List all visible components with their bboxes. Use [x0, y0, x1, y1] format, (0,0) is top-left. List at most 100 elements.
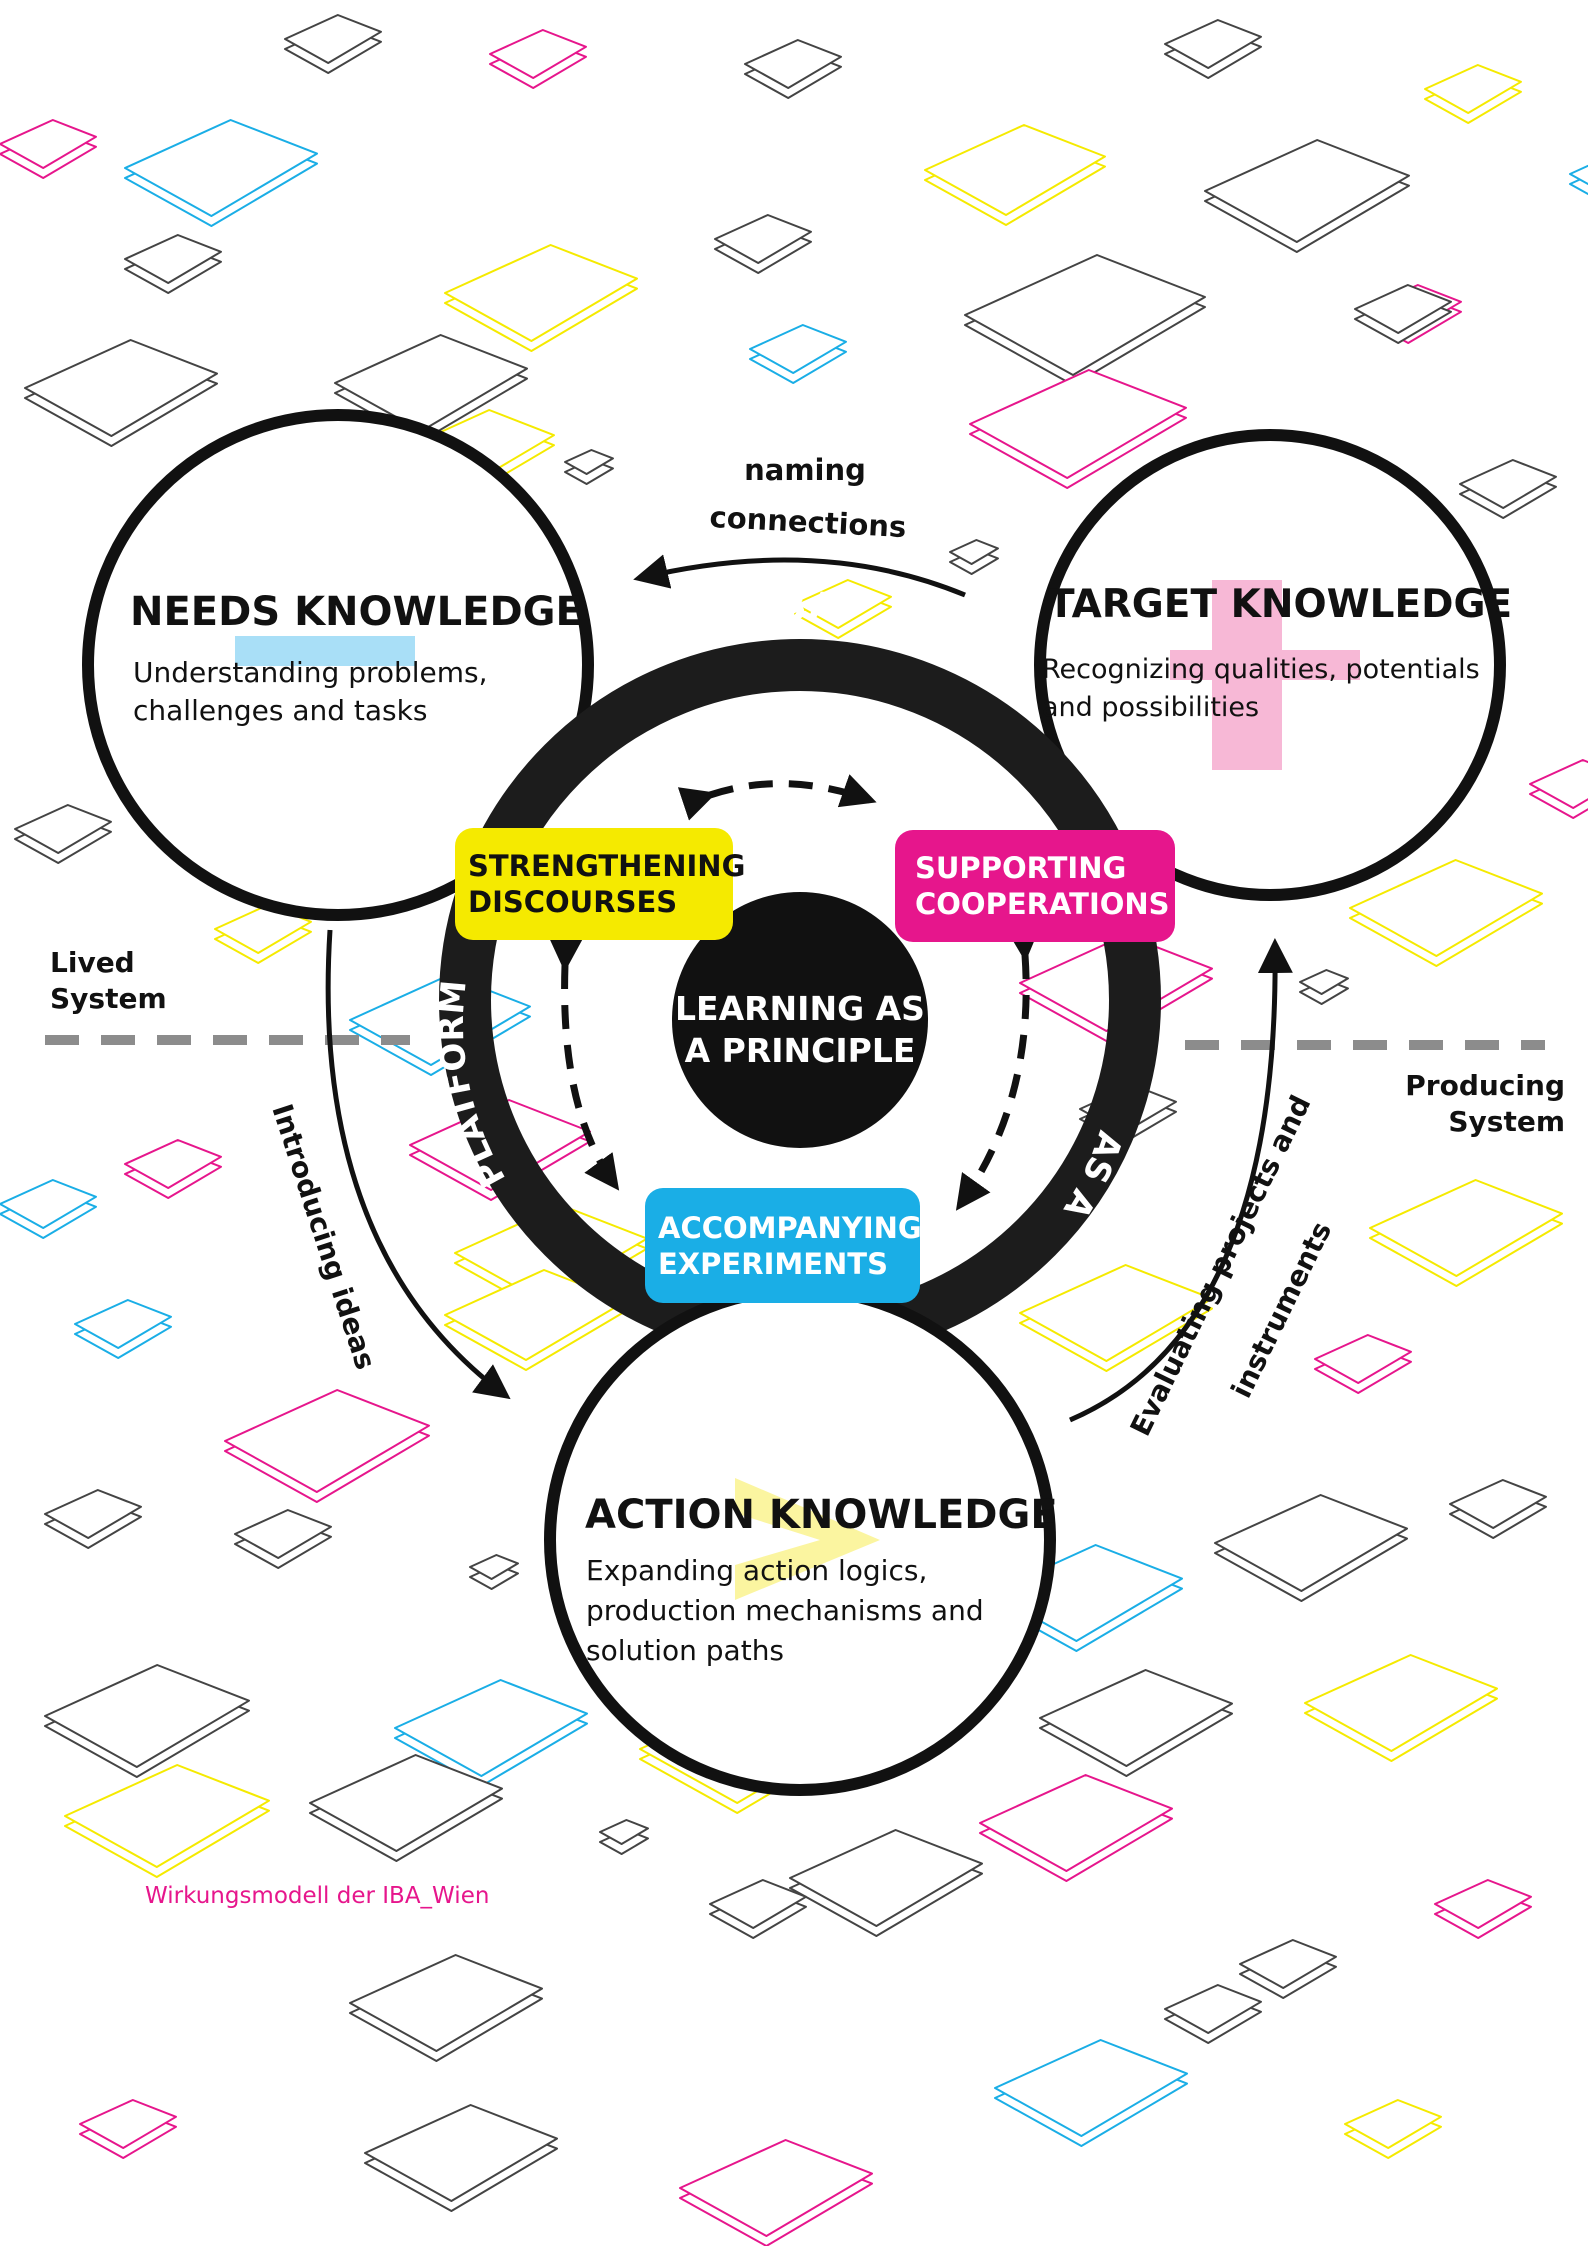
background-tile [489, 29, 587, 79]
background-tile [1239, 1939, 1337, 1989]
background-tile [444, 244, 638, 342]
accompanying-box: ACCOMPANYING EXPERIMENTS [645, 1188, 922, 1303]
background-tile [1349, 859, 1543, 957]
background-tile [394, 1679, 588, 1777]
supporting-line-2: COOPERATIONS [915, 887, 1170, 921]
target-title: TARGET KNOWLEDGE [1048, 582, 1512, 627]
lived-label-2: System [50, 982, 167, 1015]
strengthening-box: STRENGTHENING DISCOURSES [455, 828, 745, 940]
accompanying-line-1: ACCOMPANYING [658, 1211, 922, 1245]
background-tile [234, 1509, 332, 1559]
strengthening-line-2: DISCOURSES [468, 885, 677, 919]
background-tile [949, 539, 999, 565]
background-tile [44, 1489, 142, 1539]
background-tile [964, 254, 1206, 376]
background-tile [1459, 459, 1557, 509]
background-tile [679, 2139, 873, 2237]
background-tile [1344, 2099, 1442, 2149]
lived-label-1: Lived [50, 946, 135, 979]
background-tile [749, 324, 847, 374]
producing-label-2: System [1448, 1105, 1565, 1138]
background-tile [44, 1664, 250, 1768]
background-tile [0, 119, 97, 169]
background-tile [469, 1554, 519, 1580]
background-tile [994, 2039, 1188, 2137]
target-line-1: Recognizing qualities, potentials [1042, 654, 1480, 685]
background-tile [979, 1774, 1173, 1872]
background-tile [1369, 1179, 1563, 1277]
needs-line-2: challenges and tasks [133, 694, 427, 727]
center-circle [672, 892, 928, 1148]
producing-label-1: Producing [1405, 1069, 1565, 1102]
background-tile [124, 234, 222, 284]
action-line-2: production mechanisms and [586, 1594, 984, 1627]
background-tile [564, 449, 614, 475]
system-divider [45, 1035, 1545, 1050]
center-line-1: LEARNING AS [675, 989, 925, 1028]
background-tile [1304, 1654, 1498, 1752]
needs-highlight [235, 636, 415, 666]
action-line-1: Expanding action logics, [586, 1554, 927, 1587]
background-tile [1314, 1334, 1412, 1384]
background-tile [1354, 284, 1452, 334]
accompanying-line-2: EXPERIMENTS [658, 1247, 888, 1281]
background-tile [744, 39, 842, 89]
background-tile [124, 1139, 222, 1189]
background-tile [284, 14, 382, 64]
background-tile [309, 1754, 503, 1852]
supporting-box: SUPPORTING COOPERATIONS [895, 830, 1175, 942]
background-tile [1449, 1479, 1547, 1529]
background-tile [709, 1879, 807, 1929]
background-tile [714, 214, 812, 264]
background-tile [1164, 19, 1262, 69]
background-tile [74, 1299, 172, 1349]
caption: Wirkungsmodell der IBA_Wien [145, 1883, 489, 1909]
background-tile [1434, 1879, 1532, 1929]
background-tile [1039, 1669, 1233, 1767]
center-line-2: A PRINCIPLE [685, 1031, 916, 1070]
action-knowledge-circle [544, 1284, 1056, 1796]
supporting-line-1: SUPPORTING [915, 851, 1126, 885]
action-line-3: solution paths [586, 1634, 784, 1667]
inner-cycle-arrows [548, 774, 1041, 1211]
background-tile [64, 1764, 270, 1868]
action-title: ACTION KNOWLEDGE [585, 1492, 1058, 1538]
background-tile [794, 579, 892, 629]
background-tile [1529, 759, 1588, 809]
background-tile [0, 1179, 97, 1229]
plus-icon [1170, 580, 1360, 770]
strengthening-line-1: STRENGTHENING [468, 849, 745, 883]
ring-label-iba: IBA [758, 584, 842, 633]
introducing-ideas-label: Introducing ideas [265, 1100, 382, 1374]
background-tile [14, 804, 112, 854]
introducing-ideas-arrow [325, 929, 511, 1400]
background-tile [124, 119, 318, 217]
background-tile [969, 369, 1187, 479]
needs-line-1: Understanding problems, [133, 656, 488, 689]
connections-label: connections [709, 500, 907, 544]
background-tile [1204, 139, 1410, 243]
background-tile [1299, 969, 1349, 995]
background-tile [1569, 164, 1588, 186]
background-tile [599, 1819, 649, 1845]
background-tile [789, 1829, 983, 1927]
evaluating-arrow [1069, 938, 1293, 1423]
background-tile [349, 1954, 543, 2052]
background-tile [1164, 1984, 1262, 2034]
background-tile [1214, 1494, 1408, 1592]
naming-label: naming [744, 453, 866, 487]
greater-than-icon [735, 1478, 880, 1600]
background-tile [1019, 1264, 1213, 1362]
background-tile [214, 904, 312, 954]
background-tile [924, 124, 1106, 216]
background-tile [364, 2104, 558, 2202]
background-tile [24, 339, 218, 437]
background-tile [224, 1389, 430, 1493]
background-tile [79, 2099, 177, 2149]
needs-title: NEEDS KNOWLEDGE [130, 589, 583, 635]
background-tile [1424, 64, 1522, 114]
naming-connections-arrow [633, 554, 966, 598]
target-line-2: and possibilities [1042, 692, 1259, 723]
